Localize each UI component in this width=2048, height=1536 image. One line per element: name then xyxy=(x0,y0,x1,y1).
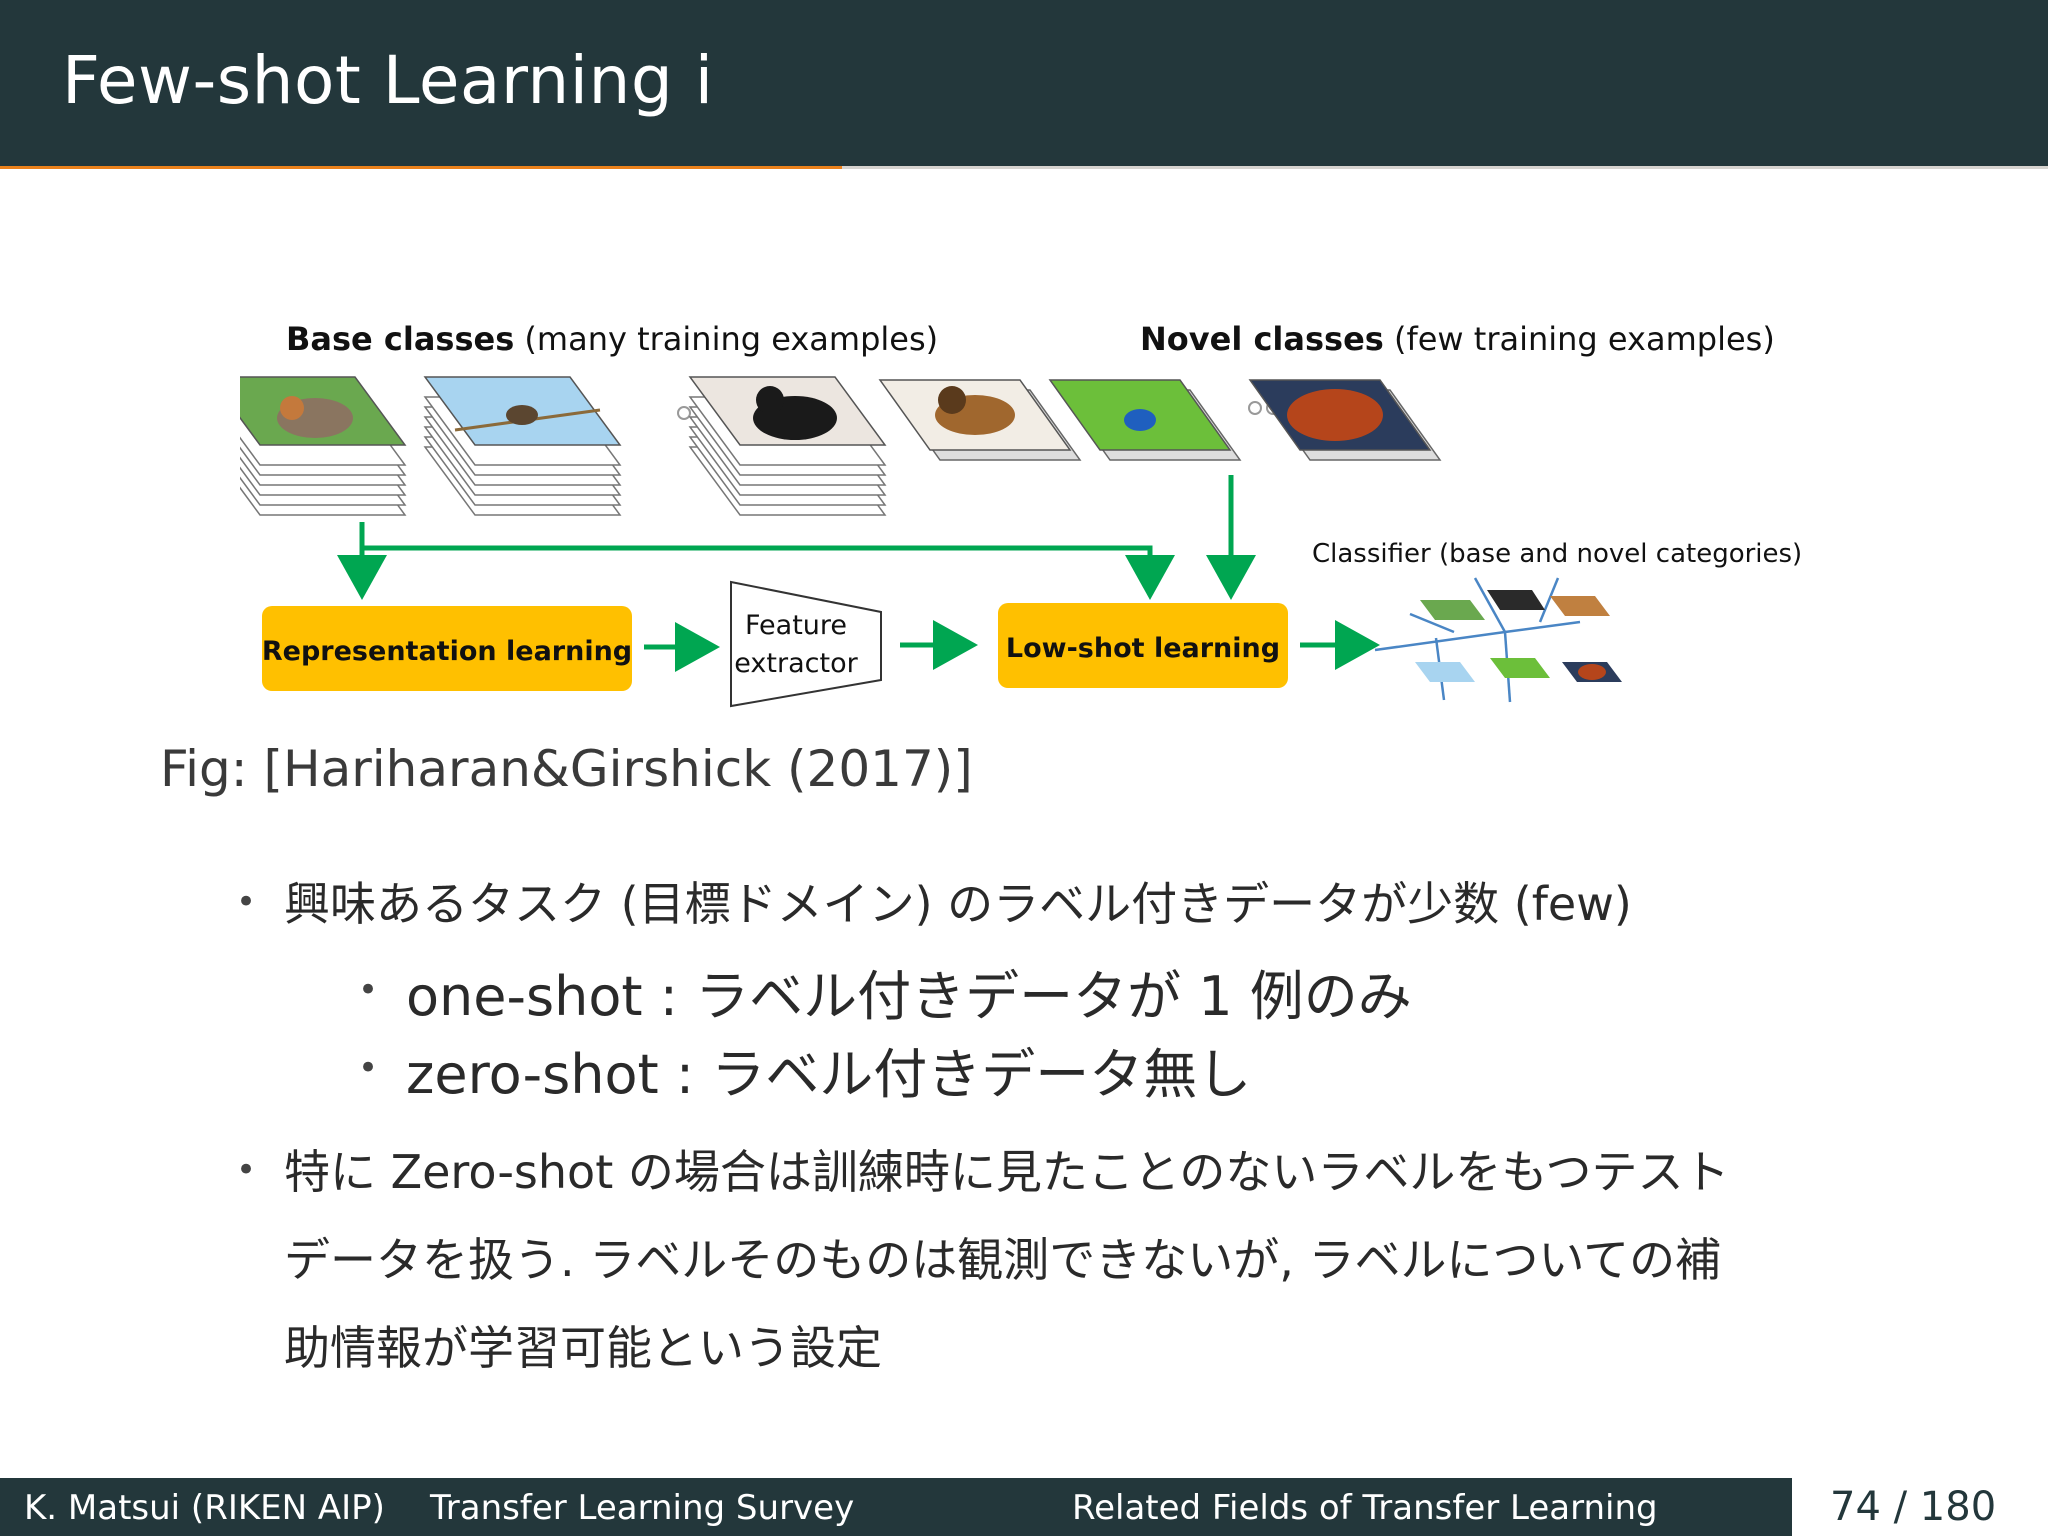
bullet-item-line: 助情報が学習可能という設定 xyxy=(284,1321,882,1375)
classifier-partition-diagram xyxy=(1374,577,1622,703)
classifier-label: Classifier (base and novel categories) xyxy=(1312,539,1800,569)
representation-learning-label: Representation learning xyxy=(262,636,632,667)
slide-header: Few-shot Learning i xyxy=(0,0,2048,166)
bullet-item-line: 特に Zero-shot の場合は訓練時に見たことのないラベルをもつテスト xyxy=(284,1145,1730,1199)
representation-learning-box: Representation learning xyxy=(262,606,632,691)
base-classes-header: Base classes (many training examples) xyxy=(286,320,938,358)
novel-image-blue-bird xyxy=(1048,379,1242,461)
feature-extractor-label-1: Feature xyxy=(745,610,847,641)
footer-section: Related Fields of Transfer Learning xyxy=(1072,1488,1658,1528)
sub-bullet-marker: • xyxy=(358,1048,379,1088)
novel-image-dog xyxy=(878,379,1082,461)
feature-extractor-label-2: extractor xyxy=(734,648,858,679)
sub-bullet-item: zero-shot : ラベル付きデータ無し xyxy=(406,1043,1252,1106)
slide-title: Few-shot Learning i xyxy=(62,42,714,119)
footer-author: K. Matsui (RIKEN AIP) xyxy=(24,1488,385,1528)
few-shot-figure: Base classes (many training examples) No… xyxy=(240,320,1800,708)
bullet-item-line: データを扱う. ラベルそのものは観測できないが, ラベルについての補 xyxy=(284,1233,1722,1287)
flow-arrows xyxy=(337,475,1380,672)
bullet-marker: • xyxy=(236,882,257,922)
novel-classes-header: Novel classes (few training examples) xyxy=(1140,320,1775,358)
slide-footer: K. Matsui (RIKEN AIP) Transfer Learning … xyxy=(0,1478,1792,1536)
sub-bullet-item: one-shot : ラベル付きデータが 1 例のみ xyxy=(406,965,1412,1028)
low-shot-learning-box: Low-shot learning xyxy=(998,603,1288,688)
base-image-stack-fox xyxy=(240,376,407,516)
low-shot-learning-label: Low-shot learning xyxy=(1006,633,1280,664)
base-image-stack-dog xyxy=(688,376,887,516)
bullet-item: 興味あるタスク (目標ドメイン) のラベル付きデータが少数 (few) xyxy=(284,877,1632,931)
figure-caption: Fig: [Hariharan&Girshick (2017)] xyxy=(160,740,973,798)
progress-bar-fill xyxy=(0,166,842,169)
page-number: 74 / 180 xyxy=(1830,1484,1997,1530)
novel-image-sweet-potato xyxy=(1248,379,1442,461)
bullet-marker: • xyxy=(236,1150,257,1190)
sub-bullet-marker: • xyxy=(358,970,379,1010)
base-image-stack-bird xyxy=(423,376,622,516)
progress-bar xyxy=(0,166,2048,169)
footer-talk-title: Transfer Learning Survey xyxy=(430,1488,855,1528)
feature-extractor-box: Feature extractor xyxy=(730,580,882,708)
